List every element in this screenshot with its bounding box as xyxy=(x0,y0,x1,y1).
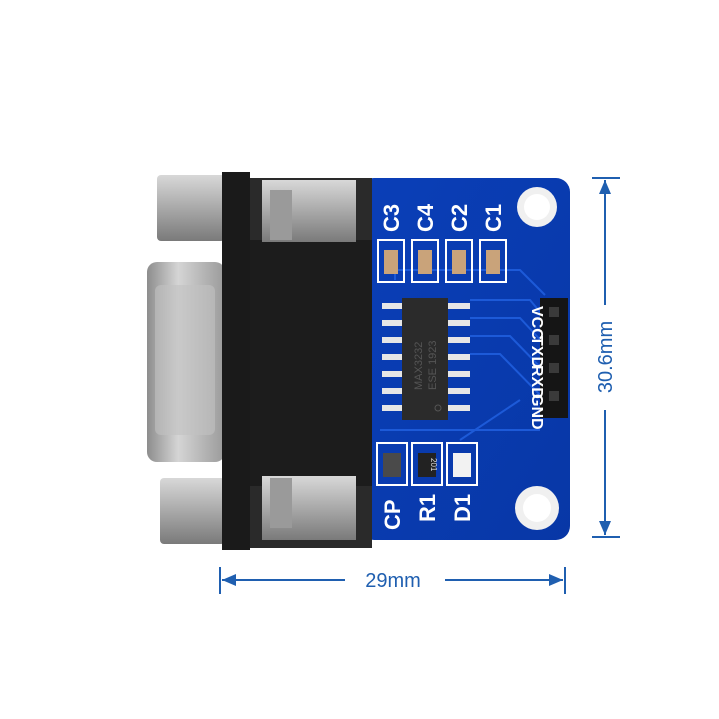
label-vcc: VCC xyxy=(528,306,545,340)
chip-pin1-dot xyxy=(434,404,442,412)
label-r1: R1 xyxy=(415,494,440,522)
label-cp: CP xyxy=(380,499,405,530)
led-d1 xyxy=(453,453,471,477)
db9-connector xyxy=(147,172,372,550)
label-d1: D1 xyxy=(450,494,475,522)
chip-marking-line2: ESE 1923 xyxy=(427,340,439,390)
resistor-r1 xyxy=(418,453,436,477)
ic-pins xyxy=(382,303,470,411)
capacitor-cp xyxy=(383,453,401,477)
resistor-marking: 201 xyxy=(429,458,438,472)
max3232-chip xyxy=(402,298,448,420)
capacitors xyxy=(377,239,507,283)
label-c3: C3 xyxy=(379,204,404,232)
width-label: 29mm xyxy=(365,570,421,592)
label-gnd: GND xyxy=(528,394,545,430)
label-txd: TXD xyxy=(528,336,545,368)
label-c4: C4 xyxy=(413,203,438,232)
width-dimension xyxy=(219,567,566,594)
height-label: 30.6mm xyxy=(595,321,617,393)
chip-marking-line1: MAX3232 xyxy=(413,342,425,390)
height-dimension xyxy=(592,177,620,538)
screw xyxy=(270,478,292,528)
label-rxd: RXD xyxy=(528,365,545,399)
label-c1: C1 xyxy=(481,204,506,232)
screw xyxy=(270,190,292,240)
header-pin-holes xyxy=(549,307,559,401)
label-c2: C2 xyxy=(447,204,472,232)
